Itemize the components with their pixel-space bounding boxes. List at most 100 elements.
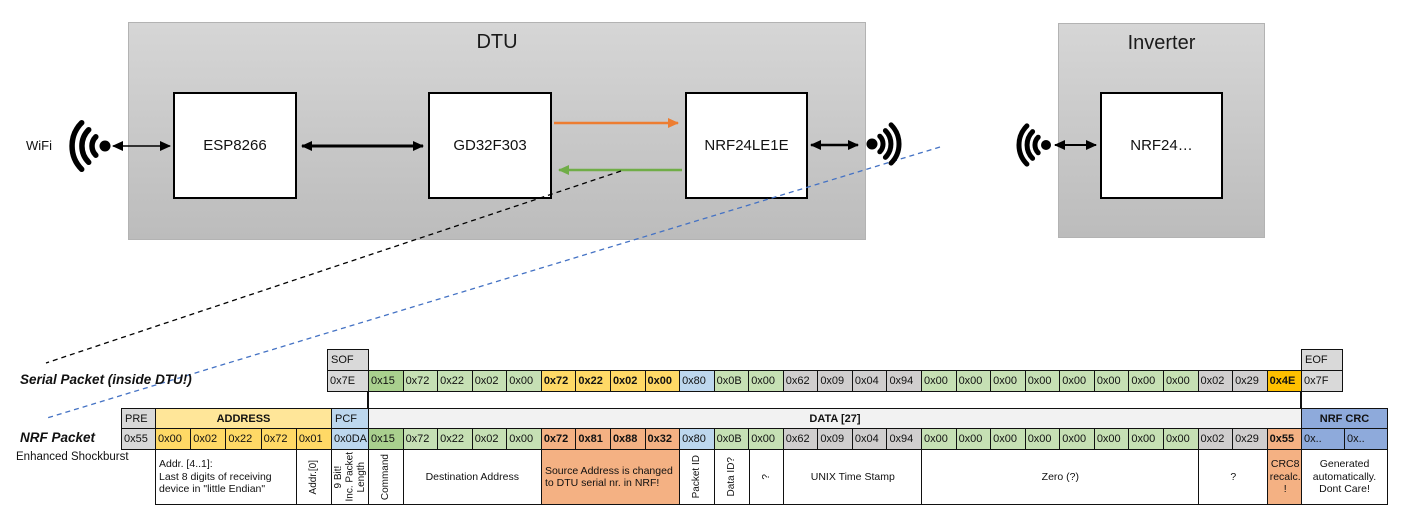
annotation-addr-4-1: Addr. [4..1]: Last 8 digits of receiving… <box>155 449 297 505</box>
serial-packet-callout-line <box>45 170 622 364</box>
nrf-data-row-byte-5: 0x72 <box>541 429 577 449</box>
nrf-data-row-byte-6: 0x81 <box>576 429 611 449</box>
alignment-connector-right <box>1300 391 1302 409</box>
serial-data-row-byte-14: 0x04 <box>852 371 888 391</box>
serial-data-row-byte-26: 0x4E <box>1267 371 1302 391</box>
component-nrf24le1e-label: NRF24LE1E <box>704 137 789 154</box>
nrf-crc-row: 0x..0x.. <box>1301 428 1388 450</box>
annotation-question-horizontal: ? <box>1198 449 1269 505</box>
nrf-pre-value: 0x55 <box>121 428 156 450</box>
serial-data-row-byte-9: 0x80 <box>680 371 715 391</box>
serial-data-row-byte-20: 0x00 <box>1060 371 1095 391</box>
serial-data-row-byte-19: 0x00 <box>1025 371 1061 391</box>
serial-data-row-byte-11: 0x00 <box>749 371 784 391</box>
serial-data-row-byte-2: 0x22 <box>438 371 473 391</box>
nrf-data-row-byte-3: 0x02 <box>472 429 508 449</box>
serial-data-row-byte-17: 0x00 <box>956 371 992 391</box>
annotation-question-vertical: ? <box>748 449 785 505</box>
serial-data-row-byte-5: 0x72 <box>541 371 577 391</box>
serial-data-row-byte-24: 0x02 <box>1198 371 1234 391</box>
serial-data-row-byte-15: 0x94 <box>887 371 922 391</box>
nrf-data-row-byte-10: 0x0B <box>714 429 750 449</box>
nrf-data-row-byte-11: 0x00 <box>749 429 784 449</box>
annotation-source-address: Source Address is changed to DTU serial … <box>540 449 681 505</box>
annotation-crc8-recalc: CRC8 recalc. ! <box>1267 449 1303 505</box>
nrf-data-row-byte-21: 0x00 <box>1094 429 1130 449</box>
serial-eof-header: EOF <box>1301 349 1343 371</box>
serial-data-row-byte-13: 0x09 <box>818 371 853 391</box>
nrf-data-row-byte-14: 0x04 <box>852 429 888 449</box>
nrf-data-row-byte-2: 0x22 <box>438 429 473 449</box>
nrf-addr-row-byte-2: 0x22 <box>226 429 262 449</box>
serial-data-row-byte-23: 0x00 <box>1163 371 1199 391</box>
dtu-title: DTU <box>476 31 518 53</box>
alignment-connector-left <box>367 391 369 409</box>
wifi-signal-icon-left <box>69 119 111 173</box>
nrf-data-row-byte-19: 0x00 <box>1025 429 1061 449</box>
annotation-addr-0: Addr.[0] <box>296 449 332 505</box>
nrf-data-row-byte-9: 0x80 <box>680 429 715 449</box>
nrf-addr-row-byte-0: 0x00 <box>156 429 192 449</box>
inverter-title: Inverter <box>1127 32 1196 54</box>
nrf-data-row-byte-7: 0x88 <box>610 429 646 449</box>
nrf-data-row-byte-1: 0x72 <box>403 429 439 449</box>
serial-data-row-byte-1: 0x72 <box>403 371 439 391</box>
annotation-command: Command <box>368 449 404 505</box>
serial-data-row-byte-8: 0x00 <box>645 371 681 391</box>
inverter-container: Inverter <box>1058 23 1265 238</box>
nrf-data-row-byte-8: 0x32 <box>645 429 681 449</box>
nrf-pcf-value: 0x0DA <box>331 428 369 450</box>
nrf-packet-callout-line <box>46 146 941 419</box>
annotation-destination-address: Destination Address <box>402 449 542 505</box>
wifi-signal-icon-dtu-right <box>866 122 902 166</box>
serial-data-row-byte-12: 0x62 <box>783 371 819 391</box>
component-esp8266: ESP8266 <box>173 92 297 199</box>
nrf-data-row-byte-0: 0x15 <box>369 429 404 449</box>
component-gd32f303: GD32F303 <box>428 92 552 199</box>
nrf-data-row-byte-23: 0x00 <box>1163 429 1199 449</box>
annotation-unix-time-stamp: UNIX Time Stamp <box>783 449 923 505</box>
nrf-data-row-byte-15: 0x94 <box>887 429 922 449</box>
nrf-data-row-byte-12: 0x62 <box>783 429 819 449</box>
wifi-label: WiFi <box>26 138 52 153</box>
nrf-data-row-byte-17: 0x00 <box>956 429 992 449</box>
component-inverter-nrf24: NRF24… <box>1100 92 1223 199</box>
serial-data-row-byte-3: 0x02 <box>472 371 508 391</box>
nrf-data-header: DATA [27] <box>368 408 1302 429</box>
nrf-pre-header: PRE <box>121 408 156 429</box>
serial-packet-label: Serial Packet (inside DTU!) <box>20 372 192 387</box>
serial-data-row-byte-22: 0x00 <box>1129 371 1164 391</box>
nrf-packet-label: NRF Packet <box>20 430 96 445</box>
nrf-data-row-byte-4: 0x00 <box>507 429 542 449</box>
nrf-addr-row-byte-4: 0x01 <box>296 429 332 449</box>
serial-data-row-byte-4: 0x00 <box>507 371 542 391</box>
serial-eof-value: 0x7F <box>1301 370 1343 392</box>
nrf-crc-header: NRF CRC <box>1301 408 1388 429</box>
enhanced-shockburst-label: Enhanced Shockburst <box>16 451 129 463</box>
nrf-data-row-byte-25: 0x29 <box>1233 429 1268 449</box>
nrf-data-row-byte-26: 0x55 <box>1267 429 1302 449</box>
serial-data-row-byte-18: 0x00 <box>991 371 1026 391</box>
serial-data-row-byte-7: 0x02 <box>610 371 646 391</box>
nrf-data-row-byte-20: 0x00 <box>1060 429 1095 449</box>
annotation-zero: Zero (?) <box>921 449 1200 505</box>
nrf-data-row-byte-24: 0x02 <box>1198 429 1234 449</box>
serial-sof-value: 0x7E <box>327 370 369 392</box>
nrf-data-row-byte-16: 0x00 <box>922 429 957 449</box>
serial-data-row-byte-10: 0x0B <box>714 371 750 391</box>
annotation-data-id: Data ID? <box>713 449 750 505</box>
serial-data-row-byte-0: 0x15 <box>369 371 404 391</box>
nrf-data-row-byte-13: 0x09 <box>818 429 853 449</box>
nrf-addr-row-byte-3: 0x72 <box>261 429 297 449</box>
nrf-crc-row-byte-0: 0x.. <box>1302 429 1345 449</box>
serial-data-row-byte-21: 0x00 <box>1094 371 1130 391</box>
annotation-pcf-note: 9 Bit! Inc. Packet Length <box>331 449 369 505</box>
component-inverter-nrf24-label: NRF24… <box>1130 137 1193 154</box>
serial-data-row-byte-25: 0x29 <box>1233 371 1268 391</box>
nrf-pcf-header: PCF <box>331 408 369 429</box>
